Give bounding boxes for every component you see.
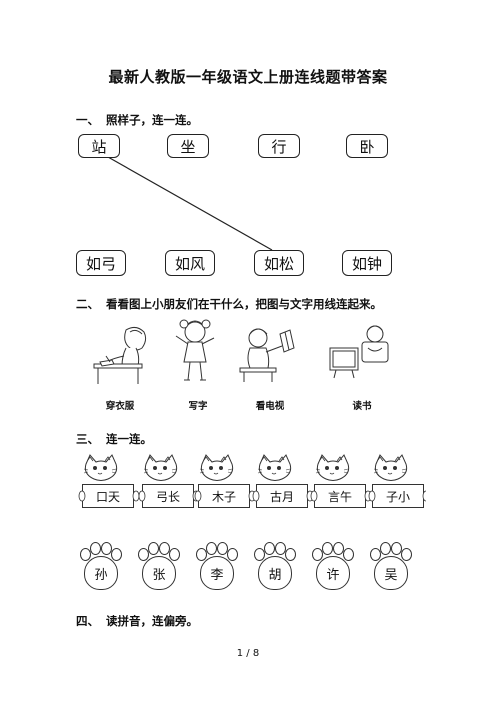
section-4-number: 四、	[76, 614, 99, 628]
section-1-heading: 一、照样子，连一连。	[76, 112, 198, 128]
caption[interactable]: 穿衣服	[105, 401, 135, 412]
section-2-number: 二、	[76, 297, 99, 311]
child-writing-illustration	[93, 326, 147, 384]
bottom-word-box[interactable]: 如钟	[342, 250, 392, 276]
cat-label[interactable]: 弓长	[142, 484, 194, 508]
child-dressing-illustration	[175, 319, 215, 381]
paw-char: 胡	[258, 556, 292, 590]
paw-char: 吴	[374, 556, 408, 590]
paw-print[interactable]: 张	[136, 542, 180, 592]
cat-label[interactable]: 子小	[372, 484, 424, 508]
bottom-word-box[interactable]: 如弓	[76, 250, 126, 276]
paw-char: 许	[316, 556, 350, 590]
top-word-box[interactable]: 行	[258, 134, 300, 158]
paw-char: 张	[142, 556, 176, 590]
section-1-number: 一、	[76, 113, 99, 127]
child-reading-illustration	[239, 328, 295, 382]
top-word-box[interactable]: 坐	[167, 134, 209, 158]
page-number: 1 / 8	[236, 648, 260, 659]
page-title: 最新人教版一年级语文上册连线题带答案	[108, 68, 388, 86]
child-watching-tv-illustration	[329, 325, 389, 379]
cat-label[interactable]: 口天	[82, 484, 134, 508]
section-1-instruction: 照样子，连一连。	[106, 113, 198, 127]
section-3-number: 三、	[76, 432, 99, 446]
caption[interactable]: 写字	[188, 401, 208, 412]
caption[interactable]: 读书	[352, 401, 372, 412]
section-3-heading: 三、连一连。	[76, 431, 152, 447]
cat-heads-row	[83, 454, 408, 481]
section-4-instruction: 读拼音，连偏旁。	[106, 614, 198, 628]
bottom-word-box[interactable]: 如风	[165, 250, 215, 276]
section-2-heading: 二、看看图上小朋友们在干什么，把图与文字用线连起来。	[76, 296, 382, 312]
paw-print[interactable]: 吴	[368, 542, 412, 592]
paw-print[interactable]: 胡	[252, 542, 296, 592]
paw-print[interactable]: 许	[310, 542, 354, 592]
paw-print[interactable]: 孙	[78, 542, 122, 592]
top-word-box[interactable]: 卧	[346, 134, 388, 158]
caption[interactable]: 看电视	[255, 401, 285, 412]
cat-label[interactable]: 言午	[314, 484, 366, 508]
section-4-heading: 四、读拼音，连偏旁。	[76, 613, 198, 629]
paw-print[interactable]: 李	[194, 542, 238, 592]
cat-label[interactable]: 古月	[256, 484, 308, 508]
cat-paws-decoration	[78, 490, 426, 502]
section-2-instruction: 看看图上小朋友们在干什么，把图与文字用线连起来。	[106, 297, 382, 311]
top-word-box[interactable]: 站	[78, 134, 120, 158]
bottom-word-box[interactable]: 如松	[254, 250, 304, 276]
section-3-instruction: 连一连。	[106, 432, 152, 446]
paw-char: 李	[200, 556, 234, 590]
paw-char: 孙	[84, 556, 118, 590]
